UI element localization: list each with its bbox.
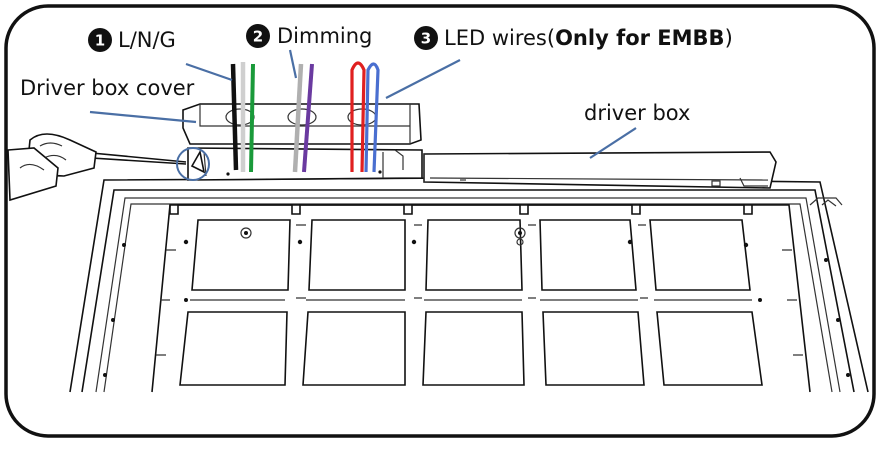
number-2: 2 [253,28,263,46]
diagram-frame [4,4,876,438]
leader-dimming [288,49,298,79]
label-led-suffix: ) [725,26,733,50]
driver-box-cover [182,103,422,145]
label-lng: 1 L/N/G [88,28,176,52]
wire-red-loop [350,61,366,173]
number-badge-1 [88,28,112,52]
wire-green [249,63,255,173]
label-dimming-text: Dimming [277,24,372,48]
number-badge-2 [246,24,270,48]
label-lng-text: L/N/G [118,28,176,52]
screw-highlight-circle [176,147,210,181]
wires [230,61,380,173]
leader-driver-box [589,127,637,159]
label-driver-box: driver box [584,101,690,125]
wire-purple [302,63,314,173]
leader-cover [89,110,197,124]
wire-black [230,63,239,171]
leader-lng [185,62,233,82]
leader-led [385,59,461,99]
label-led-prefix: LED wires( [444,26,555,50]
label-driver-box-cover: Driver box cover [20,76,195,100]
label-led-bold: Only for EMBB [555,26,725,50]
number-3: 3 [421,30,431,48]
fixture-panel [69,177,869,393]
leader-lines [89,49,637,159]
wire-blue-loop [364,62,380,173]
screwdriver-hand [7,133,187,202]
label-led-wires: 3 LED wires(Only for EMBB) [414,26,733,50]
number-1: 1 [95,32,105,50]
wire-gray [292,63,304,173]
label-led-text: LED wires(Only for EMBB) [444,26,733,50]
driver-box [423,151,777,189]
number-badge-3 [414,26,438,50]
label-dimming: 2 Dimming [246,24,372,48]
